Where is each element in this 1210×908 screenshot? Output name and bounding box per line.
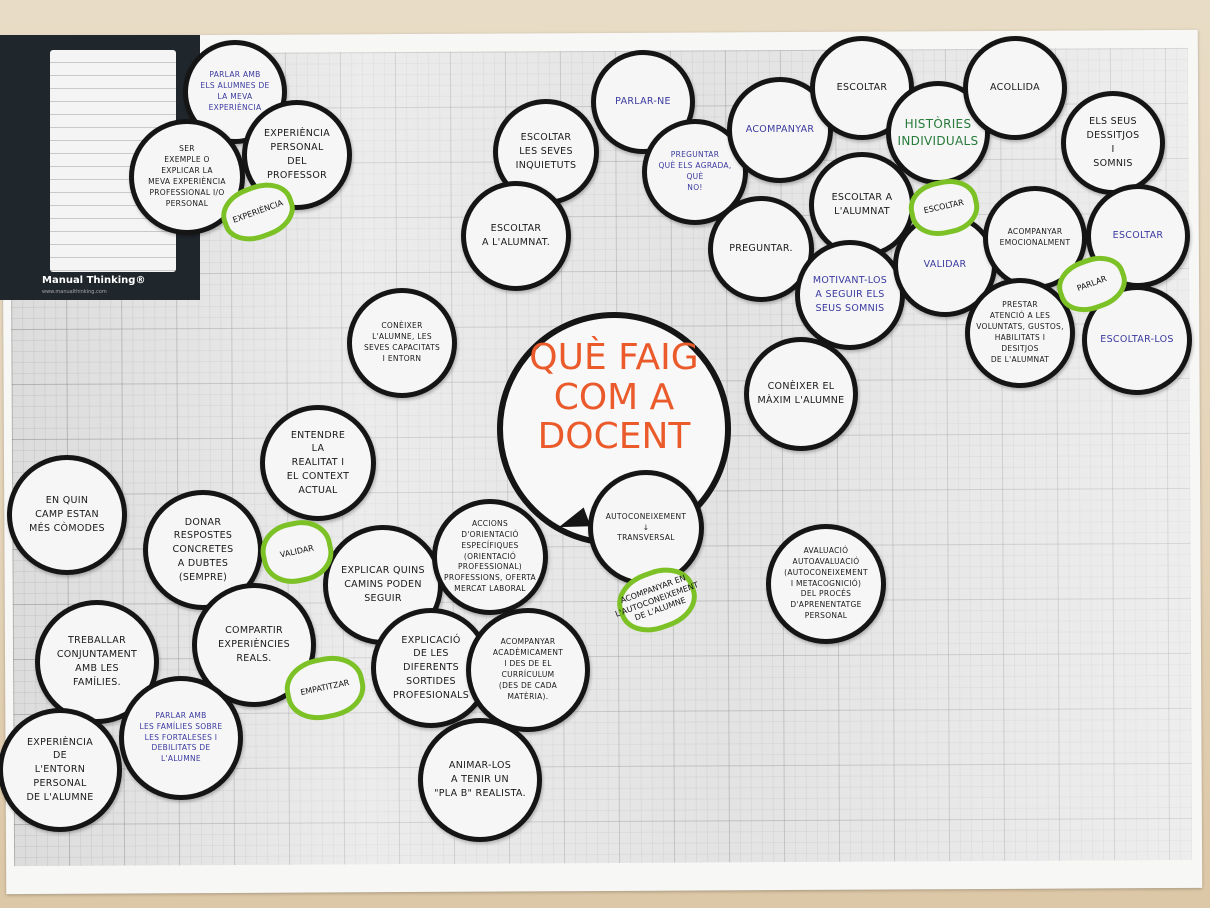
idea-text: Escoltar les seves inquietuts <box>515 132 577 171</box>
category-tag-text: Escoltar <box>923 197 965 215</box>
brand-url: www.manualthinking.com <box>42 289 107 295</box>
idea-text: Escoltar a l'alumnat. <box>481 223 551 248</box>
idea-circle: Conèixer el màxim l'alumne <box>744 337 858 451</box>
idea-text: Preguntar què els agrada, què no! <box>658 150 732 192</box>
idea-text: Els seus dessitjos i somnis <box>1086 116 1140 169</box>
idea-circle: Accions d'orientació específiques (orien… <box>432 499 548 615</box>
idea-text: Parlar amb els alumnes de la meva experi… <box>200 70 270 112</box>
idea-circle: Animar-los a tenir un "pla B" realista. <box>418 718 542 842</box>
idea-text: Parlar-ne <box>615 96 671 108</box>
idea-text: Donar respostes concretes a dubtes (semp… <box>172 516 234 583</box>
idea-circle: Experiència de l'entorn personal de l'al… <box>0 708 122 832</box>
idea-circle: Parlar-ne <box>591 50 695 154</box>
idea-text: Preguntar. <box>729 243 793 255</box>
idea-circle: Escoltar-los <box>1082 285 1192 395</box>
idea-text: Acollida <box>990 82 1040 94</box>
idea-text: En quin camp estan més còmodes <box>29 495 105 534</box>
idea-text: Escoltar-los <box>1100 334 1174 346</box>
idea-text: Entendre la realitat i el context actual <box>286 429 350 496</box>
idea-circle: Escoltar <box>810 36 914 140</box>
idea-text: Animar-los a tenir un "pla B" realista. <box>434 760 526 799</box>
idea-circle: Prestar atenció a les voluntats, gustos,… <box>965 278 1075 388</box>
idea-text: Motivant-los a seguir els seus somnis <box>812 275 888 314</box>
idea-circle: Motivant-los a seguir els seus somnis <box>795 240 905 350</box>
idea-circle: Acompanyar acadèmicament i des de el cur… <box>466 608 590 732</box>
idea-text: Conèixer el màxim l'alumne <box>757 381 845 406</box>
idea-circle: Escoltar a l'alumnat. <box>461 181 571 291</box>
idea-text: Acompanyar <box>745 124 815 136</box>
idea-circle: Escoltar les seves inquietuts <box>493 99 599 205</box>
idea-text: Acompanyar emocionalment <box>999 227 1071 247</box>
idea-circle: En quin camp estan més còmodes <box>7 455 127 575</box>
category-tag-text: Empatitzar <box>299 677 351 697</box>
idea-text: Experiència de l'entorn personal de l'al… <box>26 736 94 803</box>
category-tag-text: Validar <box>279 543 315 560</box>
idea-text: Compartir experiències reals. <box>218 625 290 664</box>
idea-circle: Els seus dessitjos i somnis <box>1061 91 1165 195</box>
idea-circle: Entendre la realitat i el context actual <box>260 405 376 521</box>
idea-text: Escoltar a l'alumnat <box>831 192 893 217</box>
idea-circle: Parlar amb les famílies sobre les fortal… <box>119 676 243 800</box>
category-tag-text: Parlar <box>1075 273 1108 293</box>
idea-text: Validar <box>923 259 967 271</box>
idea-circle: Parlar amb els alumnes de la meva experi… <box>183 40 287 144</box>
idea-text: Escoltar <box>836 82 888 94</box>
idea-circle: Acollida <box>963 36 1067 140</box>
central-question: Què faig com a docent <box>529 337 699 458</box>
idea-text: Explicació de les diferents sortides pro… <box>392 634 470 701</box>
idea-text: Conèixer l'alumne, les seves capacitats … <box>363 321 441 363</box>
brand-logo: Manual Thinking® <box>42 275 146 286</box>
idea-text: Accions d'orientació específiques (orien… <box>444 518 536 594</box>
idea-text: Avaluació autoavaluació (autoconeixement… <box>784 545 868 621</box>
idea-text: Autoconeixement ↓ transversal <box>605 511 687 543</box>
idea-text: Parlar amb les famílies sobre les fortal… <box>139 710 223 764</box>
idea-text: Explicar quins camins poden seguir <box>341 565 425 604</box>
idea-text: Experiència personal del professor <box>264 128 330 181</box>
idea-text: Treballar conjuntament amb les famílies. <box>56 635 138 688</box>
idea-text: Acompanyar acadèmicament i des de el cur… <box>492 637 564 701</box>
category-tag-text: Experiència <box>231 198 285 225</box>
idea-circle: Conèixer l'alumne, les seves capacitats … <box>347 288 457 398</box>
idea-text: Històries individuals <box>897 116 979 148</box>
idea-circle: Autoconeixement ↓ transversal <box>588 470 704 586</box>
speech-tail <box>555 507 591 537</box>
idea-text: Ser exemple o explicar la meva experiènc… <box>148 144 226 208</box>
idea-text: Prestar atenció a les voluntats, gustos,… <box>976 300 1064 364</box>
idea-text: Escoltar <box>1112 230 1164 242</box>
idea-circle: Avaluació autoavaluació (autoconeixement… <box>766 524 886 644</box>
